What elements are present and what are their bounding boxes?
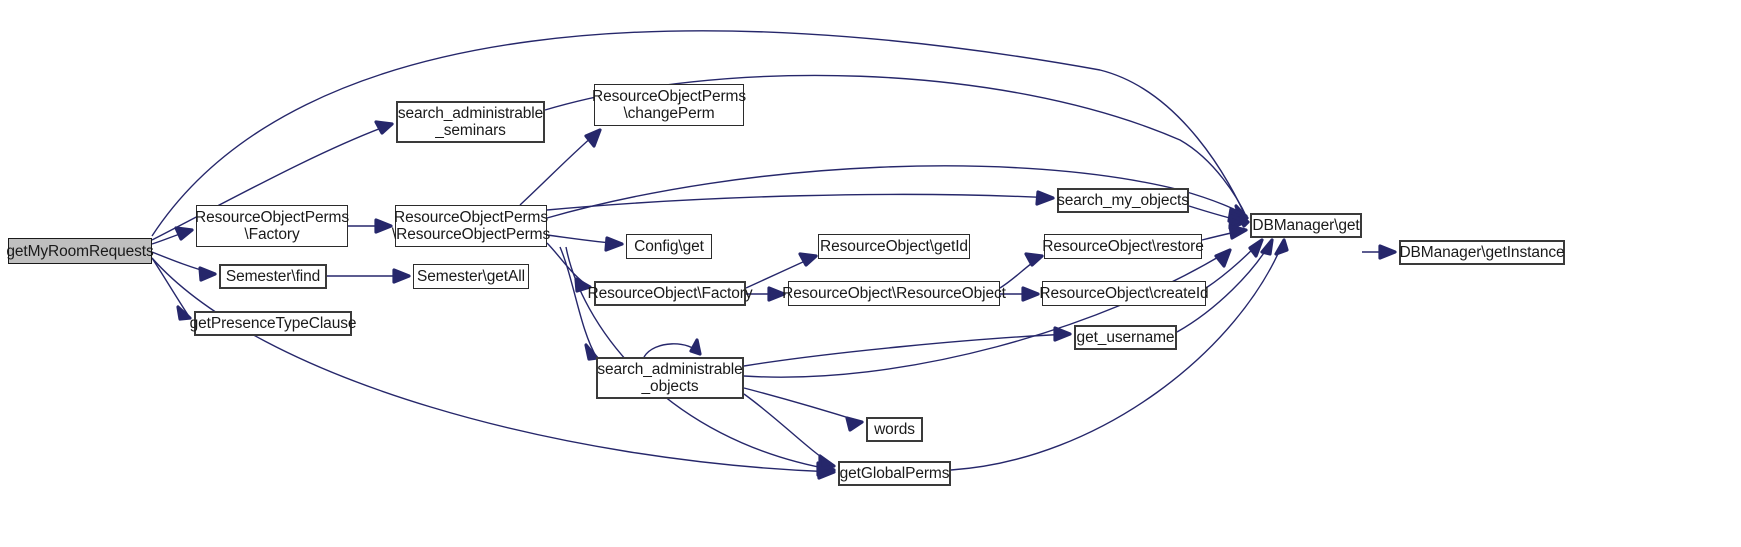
- edge-ResourceObjectPerms-to-ResourceObjectFactory: [546, 242, 592, 293]
- graph-node-words[interactable]: words: [866, 417, 923, 442]
- graph-node-getPresenceTypeClause[interactable]: getPresenceTypeClause: [190, 311, 356, 336]
- graph-node-getMyRoomRequests[interactable]: getMyRoomRequests: [6, 238, 154, 264]
- graph-node-ResourceObjectcreateId[interactable]: ResourceObject\createId: [1039, 281, 1209, 306]
- graph-node-SemesterGetAll[interactable]: Semester\getAll: [413, 264, 529, 289]
- graph-node-get_username[interactable]: get_username: [1074, 325, 1177, 350]
- edge-SemesterFind-to-SemesterGetAll: [327, 268, 411, 284]
- graph-node-search_administrable_objects[interactable]: search_administrable _objects: [596, 357, 744, 399]
- graph-node-changePerm[interactable]: ResourceObjectPerms \changePerm: [592, 84, 746, 126]
- edge-search_administrable_objects-to-search_administrable_objects: [643, 338, 702, 358]
- edge-search_administrable_objects-to-get_username: [743, 326, 1072, 367]
- edge-getMyRoomRequests-to-getPresenceTypeClause: [151, 257, 192, 321]
- graph-node-getGlobalPerms[interactable]: getGlobalPerms: [838, 461, 951, 486]
- edge-search_administrable_objects-to-DBManagerget: [743, 248, 1232, 378]
- edge-ResourceObjectPerms-to-search_my_objects: [546, 190, 1055, 211]
- graph-node-DBManagerget[interactable]: DBManager\get: [1250, 213, 1362, 238]
- edge-getMyRoomRequests-to-SemesterFind: [151, 251, 217, 282]
- graph-node-ResourceObjectFactory[interactable]: ResourceObject\Factory: [588, 281, 753, 306]
- edge-ResourceObjectPerms-to-Configget: [546, 234, 624, 252]
- edge-ResourceObjectcreateId-to-DBManagerget: [1205, 238, 1264, 289]
- edge-getGlobalPerms-to-DBManagerget: [950, 238, 1289, 471]
- graph-node-ResourceObjectPerms[interactable]: ResourceObjectPerms \ResourceObjectPerms: [392, 205, 550, 247]
- edge-search_administrable_objects-to-getGlobalPerms: [743, 393, 836, 471]
- graph-node-ResourceObjectgetId[interactable]: ResourceObject\getId: [818, 234, 970, 259]
- edge-ResourceObjectrestore-to-DBManagerget: [1201, 224, 1248, 241]
- edge-DBManagerget-to-DBManagergetInstance: [1362, 244, 1397, 260]
- edge-search_my_objects-to-DBManagerget: [1188, 205, 1248, 230]
- edge-ResourceObjectResourceObject-to-ResourceObjectrestore: [999, 252, 1044, 289]
- graph-node-SemesterFind[interactable]: Semester\find: [219, 264, 327, 289]
- graph-node-search_administrable_seminars[interactable]: search_administrable _seminars: [396, 101, 545, 143]
- edge-search_administrable_objects-to-words: [743, 387, 864, 432]
- graph-node-ResourceObjectPermsFactory[interactable]: ResourceObjectPerms \Factory: [195, 205, 349, 247]
- edge-ResourceObjectPermsFactory-to-ResourceObjectPerms: [348, 218, 393, 234]
- graph-node-ResourceObjectrestore[interactable]: ResourceObject\restore: [1042, 234, 1204, 259]
- graph-node-Configget[interactable]: Config\get: [626, 234, 712, 259]
- edge-getMyRoomRequests-to-ResourceObjectPermsFactory: [151, 226, 194, 245]
- graph-node-DBManagergetInstance[interactable]: DBManager\getInstance: [1399, 240, 1565, 265]
- edge-ResourceObjectPerms-to-search_administrable_objects: [559, 246, 599, 361]
- graph-node-ResourceObjectResourceObject[interactable]: ResourceObject\ResourceObject: [782, 281, 1006, 306]
- graph-node-search_my_objects[interactable]: search_my_objects: [1057, 188, 1189, 213]
